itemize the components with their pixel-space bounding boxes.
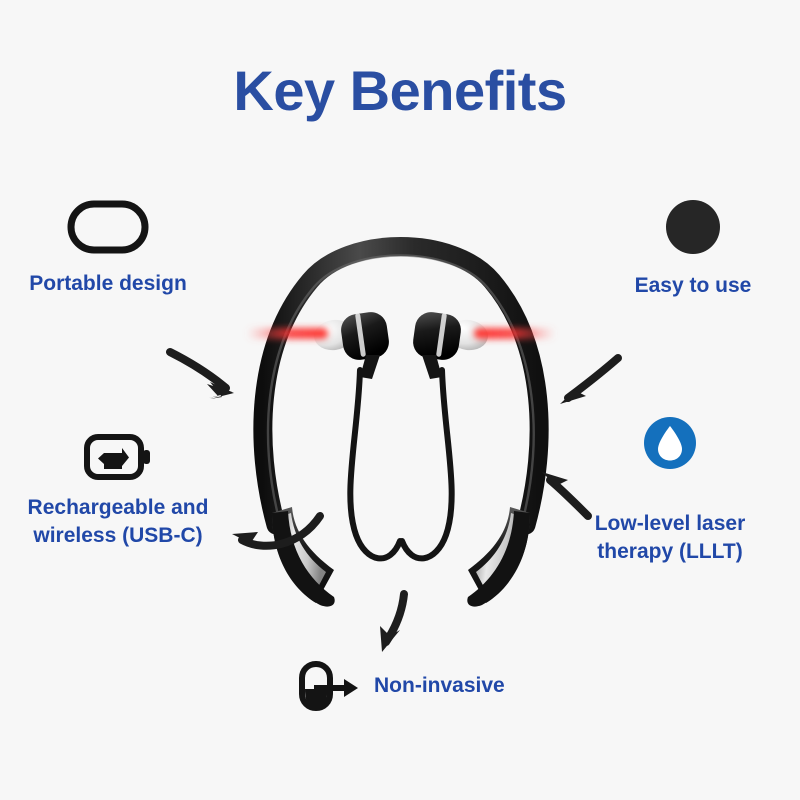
arrow-lllt-to-product [524,450,634,530]
water-drop-icon [540,412,800,474]
earbud-cables [347,367,455,562]
neckband-left-arm [272,507,335,607]
benefit-lllt: Low-level laser therapy (LLLT) [540,412,800,566]
laser-beam-left [246,328,328,339]
arrow-product-to-rechargeable [216,500,336,570]
capsule-outline-icon [0,196,216,258]
benefit-label: Non-invasive [374,674,505,698]
benefit-easy-to-use: Easy to use [586,196,800,300]
arrow-easy-to-product [544,348,644,418]
earbud-left [314,312,389,379]
earbud-right [413,312,488,379]
solid-circle-icon [586,196,800,258]
arrow-portable-to-product [160,340,270,410]
benefit-label: Easy to use [634,274,752,297]
arrow-product-to-noninvasive [356,586,436,666]
product-image [238,195,564,607]
laser-beam-right [474,328,556,339]
benefit-portable-design: Portable design [0,196,216,298]
capsule-arrow-out-icon [299,655,362,717]
neckband-right-arm [467,507,530,607]
benefit-label: Portable design [29,272,187,295]
battery-charge-icon [0,428,238,484]
benefit-label: Rechargeable and wireless (USB-C) [27,496,209,547]
page-title: Key Benefits [233,59,567,122]
benefit-non-invasive: Non-invasive [299,655,550,717]
benefit-label: Low-level laser therapy (LLLT) [594,512,746,563]
neckband-arc [253,237,549,535]
benefit-rechargeable: Rechargeable and wireless (USB-C) [0,428,238,550]
